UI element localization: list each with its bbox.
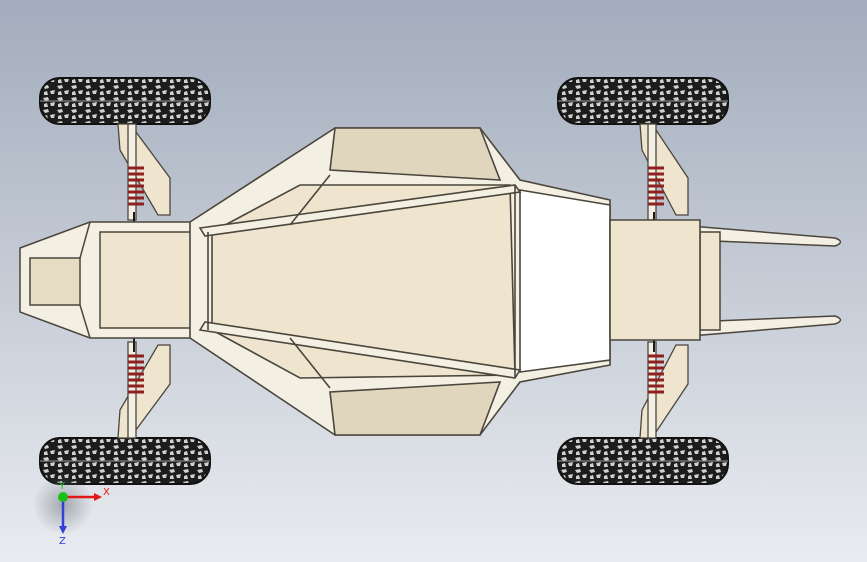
axis-z-label: Z bbox=[59, 536, 66, 547]
tire-front-left[interactable] bbox=[39, 77, 211, 125]
axis-y-label: Y bbox=[58, 481, 66, 492]
axis-x-label: X bbox=[103, 487, 110, 498]
tire-front-right[interactable] bbox=[557, 77, 729, 125]
nose-frame[interactable] bbox=[19, 221, 211, 339]
main-frame[interactable] bbox=[189, 127, 701, 436]
tire-rear-left[interactable] bbox=[39, 437, 211, 485]
axis-y-dot bbox=[58, 492, 68, 502]
springs[interactable] bbox=[128, 166, 664, 394]
tire-rear-right[interactable] bbox=[557, 437, 729, 485]
coordinate-triad: X Y Z bbox=[33, 475, 110, 547]
